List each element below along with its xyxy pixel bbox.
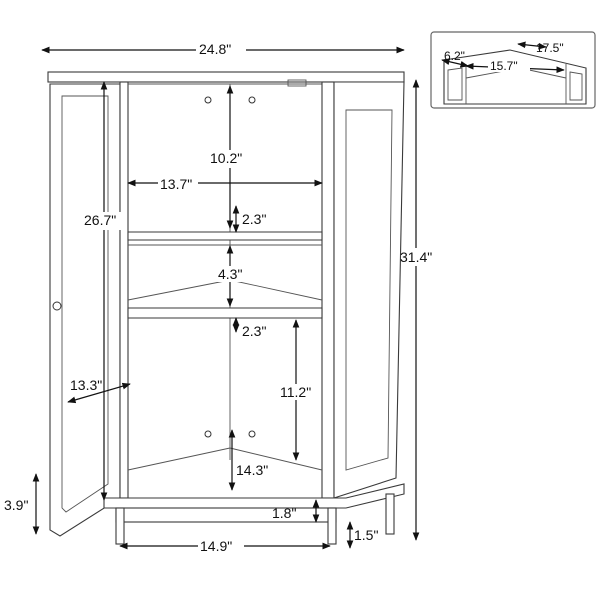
inset-side-panel-label: 6.2" bbox=[444, 49, 465, 63]
inset-side-depth-label: 17.5" bbox=[536, 41, 564, 55]
bottom-depth-label: 14.3" bbox=[236, 462, 268, 478]
base-width-label: 14.9" bbox=[200, 538, 232, 554]
leg-height-label: 1.5" bbox=[354, 527, 378, 543]
door-height-label: 26.7" bbox=[84, 212, 116, 228]
shelf-pin-icon bbox=[248, 96, 256, 104]
overall-height-label: 31.4" bbox=[400, 249, 432, 265]
open-door-inner-panel bbox=[61, 95, 109, 513]
shelf-pin-icon bbox=[204, 96, 212, 104]
upper-compartment-label: 10.2" bbox=[210, 150, 242, 166]
right-front-stile bbox=[321, 81, 335, 499]
dimension-labels: 24.8" 31.4" 26.7" 10.2" 13.7" 2.3" 4.3" … bbox=[4, 40, 442, 556]
inset-top-view: 17.5" 15.7" 6.2" bbox=[430, 31, 596, 109]
open-door bbox=[49, 83, 121, 537]
base-apron bbox=[115, 507, 337, 523]
shelf-pin-icon bbox=[204, 430, 212, 438]
door-knob-icon bbox=[52, 301, 62, 311]
door-width-label: 13.3" bbox=[70, 377, 102, 393]
cabinet-top bbox=[47, 71, 405, 83]
base-plinth bbox=[103, 483, 405, 509]
lower-shelf-thickness-label: 2.3" bbox=[242, 323, 266, 339]
inset-front-width-label: 15.7" bbox=[490, 59, 518, 73]
interior-width-label: 13.7" bbox=[160, 176, 192, 192]
base-height-label: 3.9" bbox=[4, 497, 28, 513]
top-latch-icon bbox=[287, 79, 307, 87]
lower-compartment-label: 11.2" bbox=[280, 384, 311, 400]
upper-shelf-thickness-label: 2.3" bbox=[242, 211, 266, 227]
upper-shelf bbox=[127, 231, 323, 241]
right-side-inset bbox=[345, 109, 393, 471]
back-right-leg bbox=[385, 493, 395, 535]
cabinet-drawing bbox=[47, 71, 405, 545]
left-side-panel bbox=[119, 81, 129, 499]
right-side-panel bbox=[333, 81, 405, 499]
middle-compartment-label: 4.3" bbox=[218, 266, 242, 282]
front-right-leg bbox=[327, 507, 337, 545]
plinth-height-label: 1.8" bbox=[272, 505, 296, 521]
middle-shelf bbox=[127, 307, 323, 319]
front-left-leg bbox=[115, 507, 125, 545]
overall-width-label: 24.8" bbox=[199, 41, 231, 57]
shelf-pin-icon bbox=[248, 430, 256, 438]
